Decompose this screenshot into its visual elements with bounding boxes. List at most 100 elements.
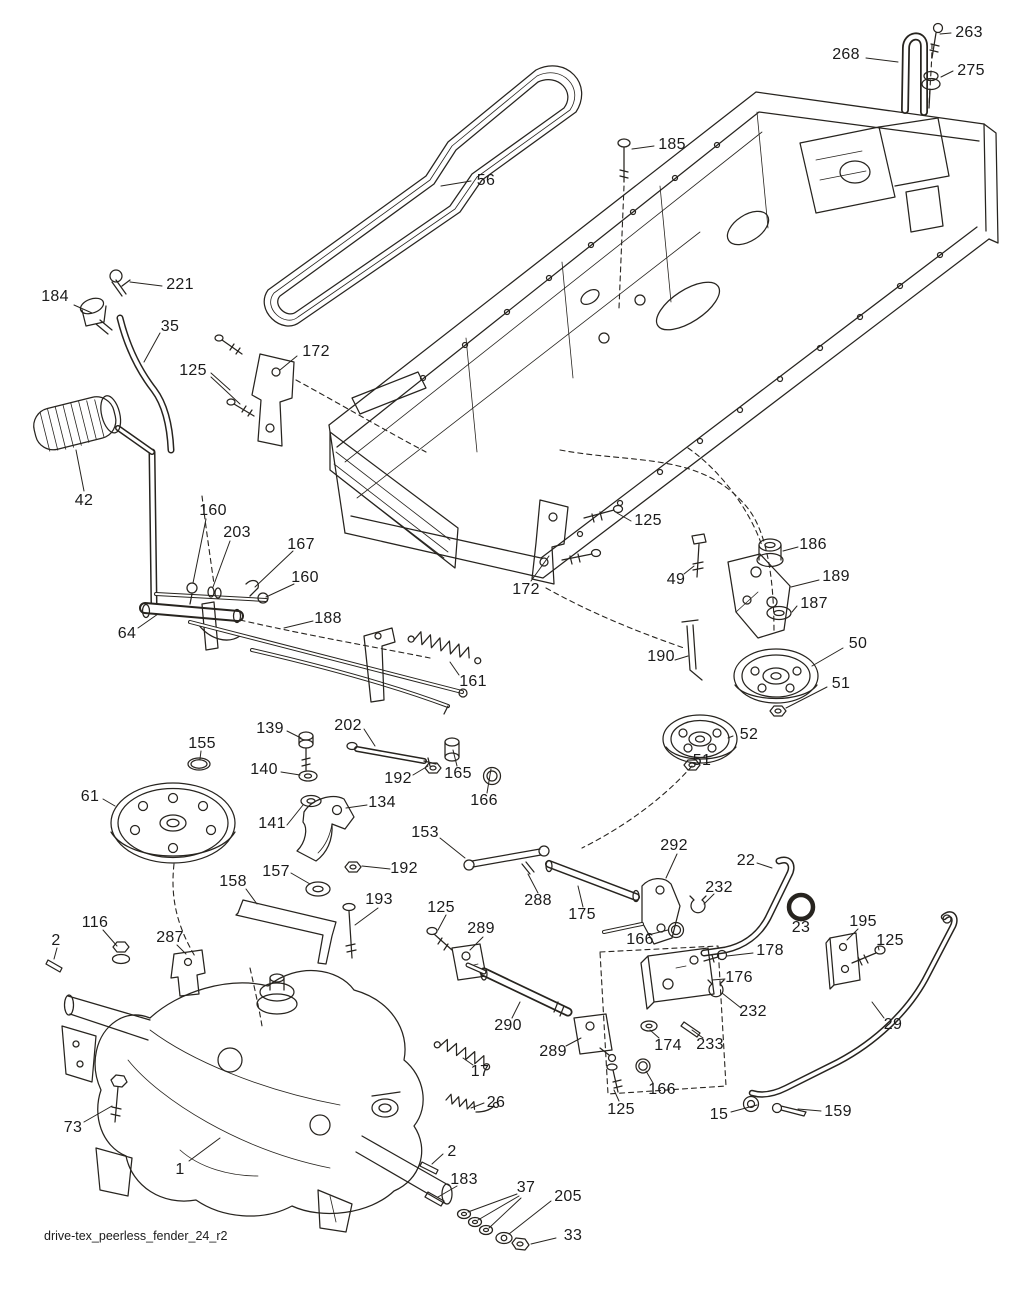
part-label-33: 33 [563,1227,583,1244]
part-label-42: 42 [74,492,94,509]
part-label-23: 23 [791,919,811,936]
part-232-clip-a [689,895,707,914]
part-label-64: 64 [117,625,137,642]
part-167-clip [245,579,259,597]
part-165-spacer [444,737,460,762]
part-159-key [771,1102,807,1117]
part-label-203: 203 [223,524,251,541]
part-label-287: 287 [156,929,184,946]
part-label-125: 125 [607,1101,635,1118]
part-166-ring-a [482,766,502,786]
part-263-bolt [929,22,944,59]
part-label-155: 155 [188,735,216,752]
part-189-bracket [727,553,791,639]
part-183-key [424,1191,445,1207]
part-label-178: 178 [756,942,784,959]
part-label-50: 50 [848,635,868,652]
part-label-166: 166 [626,931,654,948]
part-label-188: 188 [314,610,342,627]
part-label-192: 192 [390,860,418,877]
part-22-rod [700,856,795,957]
part-125-bolts-frame [561,504,624,565]
part-label-275: 275 [957,62,985,79]
part-label-2: 2 [51,932,61,949]
part-56-drive-belt [263,65,583,327]
part-label-233: 233 [696,1036,724,1053]
part-29-rod [748,911,958,1098]
part-176-bracket [640,947,715,1010]
part-label-160: 160 [199,502,227,519]
part-label-172: 172 [302,343,330,360]
part-label-192: 192 [384,770,412,787]
part-label-51: 51 [831,675,851,692]
part-158-guard [235,899,337,965]
part-label-176: 176 [725,969,753,986]
part-2-pin-b [419,1161,439,1175]
part-label-125: 125 [427,899,455,916]
part-chassis-frame [328,91,999,579]
part-50-idler-pulley [733,648,819,704]
part-125-bolt-cam [426,926,453,951]
part-134-bracket [296,796,355,862]
part-160-clip-a [186,582,198,605]
part-125-bolts-upper [214,334,255,417]
part-label-139: 139 [256,720,284,737]
part-label-221: 221 [166,276,194,293]
part-label-195: 195 [849,913,877,930]
part-label-189: 189 [822,568,850,585]
part-187-washer [766,605,792,621]
part-178-screw [703,949,728,963]
part-label-51: 51 [692,752,712,769]
part-232-clip-b [707,979,725,998]
part-17-spring [433,1038,491,1071]
part-label-157: 157 [262,863,290,880]
part-label-159: 159 [824,1103,852,1120]
part-15-washer [742,1095,760,1113]
part-label-184: 184 [41,288,69,305]
part-125-bolt-shift [606,1063,623,1093]
part-61-input-pulley [110,782,236,864]
part-185-bolt [617,138,631,183]
part-290-shaft [465,962,573,1017]
part-116-nut [111,941,131,965]
part-203-washer [207,586,222,599]
part-label-232: 232 [739,1003,767,1020]
part-268-handle [901,32,928,116]
leader-lines [53,32,954,1245]
part-195-bracket [825,932,861,990]
part-label-185: 185 [658,136,686,153]
part-140-washer [298,770,318,782]
part-52-idler-pulley [662,714,738,764]
part-172-bracket-lower [531,499,569,585]
part-202-link [346,741,437,767]
part-label-174: 174 [654,1037,682,1054]
part-label-37: 37 [516,1179,536,1196]
part-label-49: 49 [666,571,686,588]
part-label-134: 134 [368,794,396,811]
part-289-bracket-b [573,1013,617,1063]
part-label-125: 125 [179,362,207,379]
part-label-292: 292 [660,837,688,854]
part-233-key [680,1021,701,1038]
part-35-brake-rod [115,314,175,608]
part-192-nut-a [424,762,442,774]
part-51-nut-a [769,705,787,717]
part-label-183: 183 [450,1171,478,1188]
part-73-bolt [110,1074,128,1123]
drawing-title: drive-tex_peerless_fender_24_r2 [44,1229,228,1243]
part-label-26: 26 [486,1094,506,1111]
part-192-nut-b [344,861,362,873]
part-287-bracket [170,949,206,997]
part-51-nut-b [683,759,701,771]
part-190-rod [681,619,703,681]
dashed-assembly-lines [172,43,933,1095]
part-label-160: 160 [291,569,319,586]
part-157-washer [305,881,331,897]
part-label-289: 289 [467,920,495,937]
part-label-125: 125 [634,512,662,529]
part-26-spring [445,1093,500,1113]
part-label-161: 161 [459,673,487,690]
part-label-52: 52 [739,726,759,743]
part-205-spacer [495,1231,513,1245]
